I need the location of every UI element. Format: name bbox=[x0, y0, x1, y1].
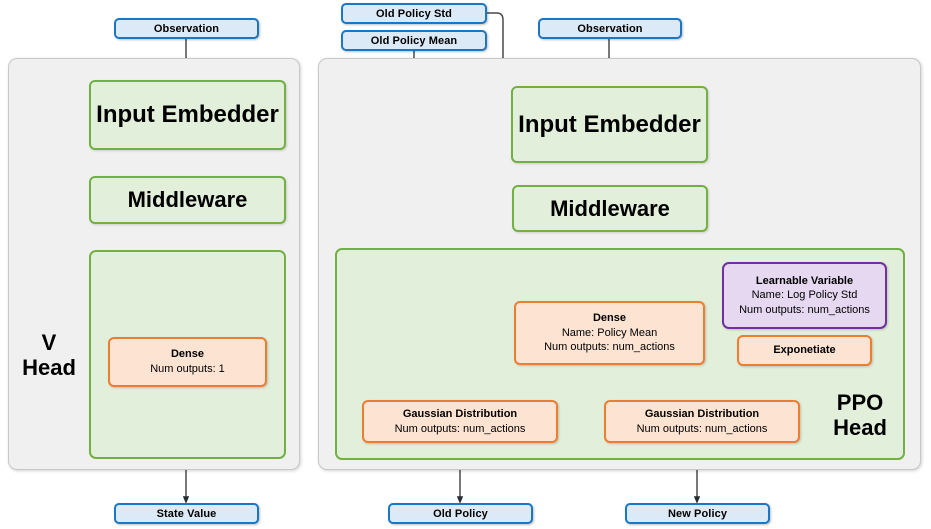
ppo-head-gaussian-distribution-old[interactable]: Gaussian Distribution Num outputs: num_a… bbox=[362, 400, 558, 443]
output-new-policy[interactable]: New Policy bbox=[625, 503, 770, 524]
v-head-dense-title: Dense bbox=[170, 348, 205, 361]
input-old-policy-std-label: Old Policy Std bbox=[376, 7, 452, 20]
output-old-policy[interactable]: Old Policy bbox=[388, 503, 533, 524]
gaussian-new-title: Gaussian Distribution bbox=[644, 407, 760, 420]
output-old-policy-label: Old Policy bbox=[433, 507, 488, 520]
ppo-head-input-embedder-label: Input Embedder bbox=[518, 110, 701, 138]
ppo-head-dense-title: Dense bbox=[592, 311, 627, 324]
ppo-head-exponetiate-label: Exponetiate bbox=[773, 344, 836, 357]
ppo-head-learnable-variable[interactable]: Learnable Variable Name: Log Policy Std … bbox=[722, 262, 887, 329]
gaussian-old-num-outputs: Num outputs: num_actions bbox=[394, 422, 526, 435]
v-head-middleware-label: Middleware bbox=[127, 187, 248, 212]
input-observation-ppo[interactable]: Observation bbox=[538, 18, 682, 39]
v-head-label: V Head bbox=[12, 330, 86, 381]
ppo-head-label-line1: PPO bbox=[836, 390, 884, 415]
ppo-head-label-line2: Head bbox=[833, 415, 887, 441]
ppo-head-dense-name: Name: Policy Mean bbox=[561, 326, 658, 339]
output-new-policy-label: New Policy bbox=[667, 507, 728, 520]
ppo-head-middleware[interactable]: Middleware bbox=[512, 185, 708, 232]
v-head-middleware[interactable]: Middleware bbox=[89, 176, 286, 224]
learnable-variable-title: Learnable Variable bbox=[755, 275, 854, 288]
learnable-variable-num-outputs: Num outputs: num_actions bbox=[739, 303, 870, 316]
input-observation-v-label: Observation bbox=[153, 22, 220, 35]
ppo-head-dense-num-outputs: Num outputs: num_actions bbox=[544, 341, 675, 354]
output-state-value-label: State Value bbox=[156, 507, 217, 520]
ppo-head-label: PPO Head bbox=[820, 390, 900, 441]
v-head-input-embedder-label: Input Embedder bbox=[96, 101, 279, 128]
input-old-policy-std[interactable]: Old Policy Std bbox=[341, 3, 487, 24]
v-head-dense-num-outputs: Num outputs: 1 bbox=[150, 363, 225, 375]
v-head-input-embedder[interactable]: Input Embedder bbox=[89, 80, 286, 150]
gaussian-new-num-outputs: Num outputs: num_actions bbox=[636, 422, 768, 435]
input-observation-v[interactable]: Observation bbox=[114, 18, 259, 39]
ppo-head-input-embedder[interactable]: Input Embedder bbox=[511, 86, 708, 163]
ppo-head-exponetiate[interactable]: Exponetiate bbox=[737, 335, 872, 366]
gaussian-old-title: Gaussian Distribution bbox=[402, 407, 518, 420]
input-old-policy-mean[interactable]: Old Policy Mean bbox=[341, 30, 487, 51]
v-head-label-line1: V bbox=[41, 330, 57, 355]
learnable-variable-name: Name: Log Policy Std bbox=[751, 289, 858, 302]
v-head-label-line2: Head bbox=[22, 355, 76, 381]
v-head-dense[interactable]: Dense Num outputs: 1 bbox=[108, 337, 267, 387]
ppo-head-middleware-label: Middleware bbox=[550, 195, 670, 221]
input-observation-ppo-label: Observation bbox=[577, 22, 643, 35]
ppo-head-dense-policy-mean[interactable]: Dense Name: Policy Mean Num outputs: num… bbox=[514, 301, 705, 365]
output-state-value[interactable]: State Value bbox=[114, 503, 259, 524]
input-old-policy-mean-label: Old Policy Mean bbox=[370, 34, 458, 47]
ppo-head-gaussian-distribution-new[interactable]: Gaussian Distribution Num outputs: num_a… bbox=[604, 400, 800, 443]
